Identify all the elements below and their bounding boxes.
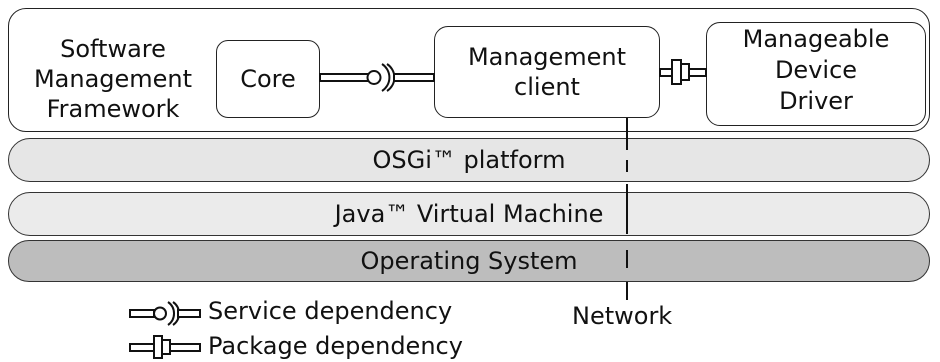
- osgi-platform-layer: OSGi™ platform: [8, 138, 930, 182]
- core-box: [216, 40, 320, 118]
- jvm-layer: Java™ Virtual Machine: [8, 192, 930, 236]
- device-driver-box: [706, 22, 926, 126]
- framework-label: Software Management Framework: [18, 34, 208, 124]
- framework-label-line-3: Framework: [46, 95, 180, 123]
- management-client-box: [434, 26, 660, 118]
- device-driver-line-2: Device: [774, 56, 858, 84]
- service-dependency-connector: [319, 63, 435, 92]
- operating-system-label: Operating System: [360, 247, 578, 275]
- management-client-line-2: client: [514, 73, 580, 101]
- operating-system-layer: Operating System: [8, 240, 930, 282]
- device-driver-line-3: Driver: [779, 87, 853, 115]
- legend-package-icon: [129, 335, 201, 359]
- network-label: Network: [572, 302, 673, 330]
- device-driver-label: Manageable Device Driver: [706, 24, 926, 117]
- management-client-line-1: Management: [467, 43, 627, 71]
- core-label: Core: [240, 65, 296, 93]
- legend-service-icon: [129, 301, 201, 326]
- framework-label-line-1: Software: [60, 35, 166, 63]
- legend-service-label: Service dependency: [208, 297, 453, 325]
- osgi-platform-label: OSGi™ platform: [372, 146, 566, 174]
- device-driver-line-1: Manageable: [742, 25, 890, 53]
- framework-label-line-2: Management: [33, 65, 193, 93]
- jvm-label: Java™ Virtual Machine: [334, 200, 604, 228]
- management-client-label: Management client: [434, 42, 660, 102]
- legend-package-label: Package dependency: [208, 332, 463, 360]
- package-dependency-connector: [659, 59, 707, 85]
